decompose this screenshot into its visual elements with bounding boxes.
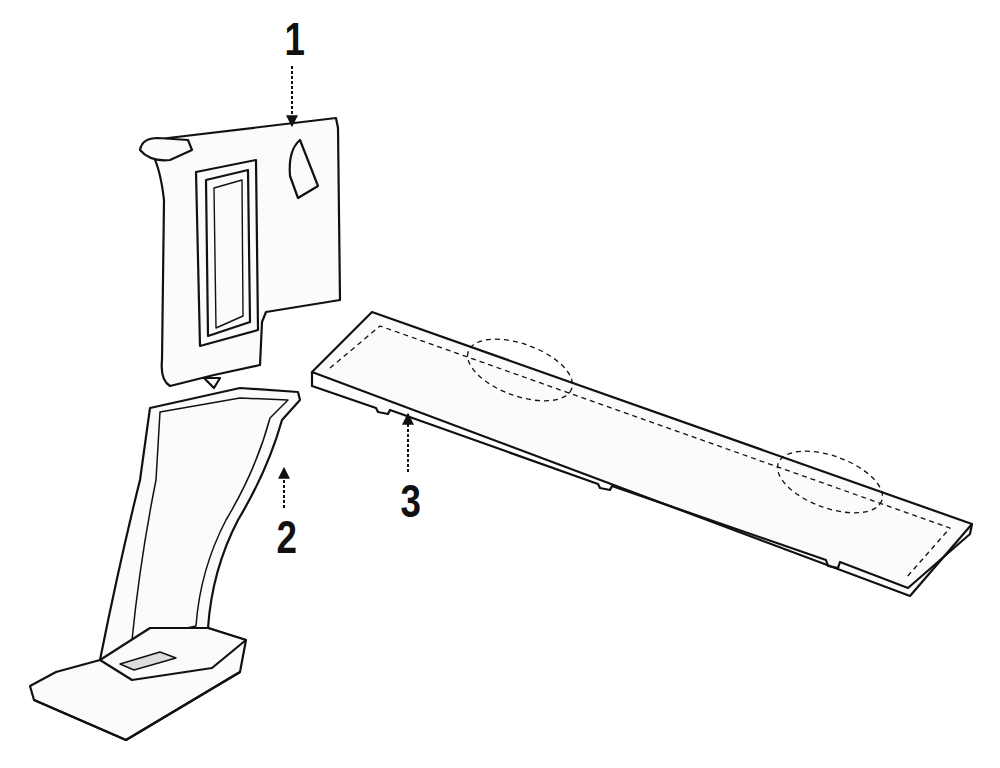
quarter-trim-panel	[140, 118, 340, 388]
callout-number: 3	[399, 478, 423, 524]
rear-package-shelf	[312, 312, 972, 596]
leader-line	[291, 66, 293, 126]
callout-number: 2	[275, 514, 299, 560]
leader-line	[407, 414, 409, 472]
leader-line	[283, 468, 285, 508]
lower-pillar-trim	[30, 388, 300, 740]
callout-number: 1	[283, 16, 307, 62]
